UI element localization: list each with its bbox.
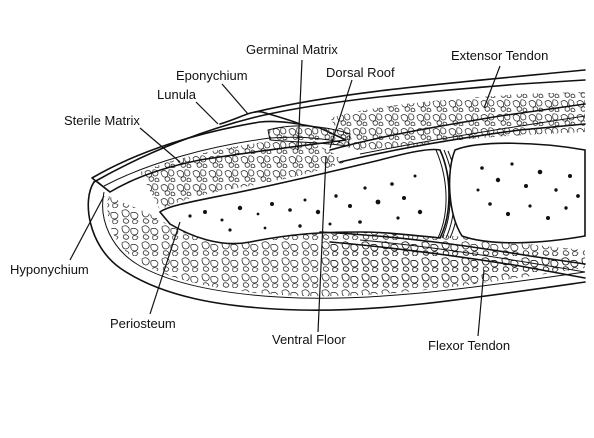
pulp-tissue <box>107 92 585 297</box>
label-sterile-matrix: Sterile Matrix <box>64 113 140 128</box>
label-eponychium: Eponychium <box>176 68 248 83</box>
leader-lines <box>69 59 501 337</box>
leader-lunula <box>195 101 219 125</box>
flexor-tendon <box>319 231 586 279</box>
leader-sterile-matrix <box>139 127 181 163</box>
leader-hyponychium <box>69 195 105 261</box>
distal-phalanx <box>158 148 450 245</box>
label-ventral-floor: Ventral Floor <box>272 332 346 347</box>
leader-eponychium <box>221 83 249 115</box>
germinal-matrix-region <box>267 125 351 147</box>
label-lunula: Lunula <box>157 87 197 102</box>
label-periosteum: Periosteum <box>110 316 176 331</box>
label-germinal-matrix: Germinal Matrix <box>246 42 338 57</box>
label-extensor-tendon: Extensor Tendon <box>451 48 548 63</box>
extensor-tendon <box>329 103 586 163</box>
leader-germinal-matrix <box>297 59 303 151</box>
finger-body <box>87 69 586 312</box>
leader-flexor-tendon <box>477 269 485 337</box>
leader-ventral-floor <box>317 155 327 333</box>
phalanx-speckles <box>188 174 423 232</box>
label-flexor-tendon: Flexor Tendon <box>428 338 510 353</box>
leader-extensor-tendon <box>483 65 501 109</box>
leader-periosteum <box>149 221 181 315</box>
label-hyponychium: Hyponychium <box>10 262 89 277</box>
middle-phalanx <box>448 142 586 244</box>
labels: Germinal Matrix Extensor Tendon Eponychi… <box>10 42 548 353</box>
eponychium-fold <box>219 110 301 125</box>
leader-dorsal-roof <box>329 79 353 149</box>
label-dorsal-roof: Dorsal Roof <box>326 65 395 80</box>
